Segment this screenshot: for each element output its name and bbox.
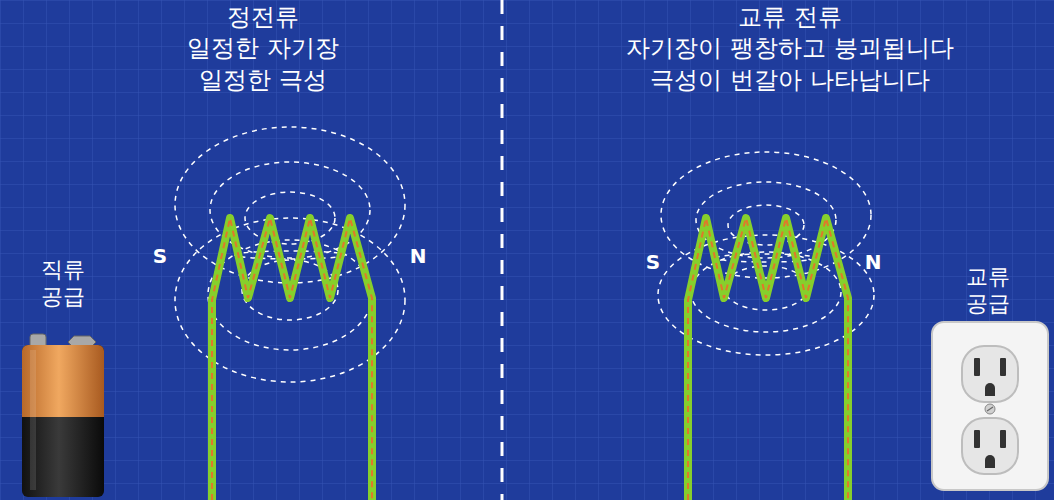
pole-label: N: [410, 244, 427, 269]
heading-line: 일정한 자기장: [187, 33, 339, 63]
coil-right: [688, 218, 848, 500]
wall-outlet: [932, 322, 1048, 490]
heading-line: 자기장이 팽창하고 붕괴됩니다: [626, 33, 953, 63]
divider-line: [501, 0, 504, 500]
heading-line: 정전류: [227, 2, 299, 32]
heading-line: 극성이 번갈아 나타납니다: [650, 65, 929, 95]
pole-label: S: [153, 244, 167, 269]
heading-line: 교류 전류: [738, 2, 842, 32]
supply-label: 직류 공급: [37, 256, 89, 311]
heading-line: 일정한 극성: [199, 65, 327, 95]
battery-symbol: [22, 334, 104, 497]
pole-label: N: [865, 250, 882, 275]
coil-left: [212, 218, 372, 500]
supply-label: 교류 공급: [962, 263, 1014, 318]
pole-label: S: [646, 250, 660, 275]
